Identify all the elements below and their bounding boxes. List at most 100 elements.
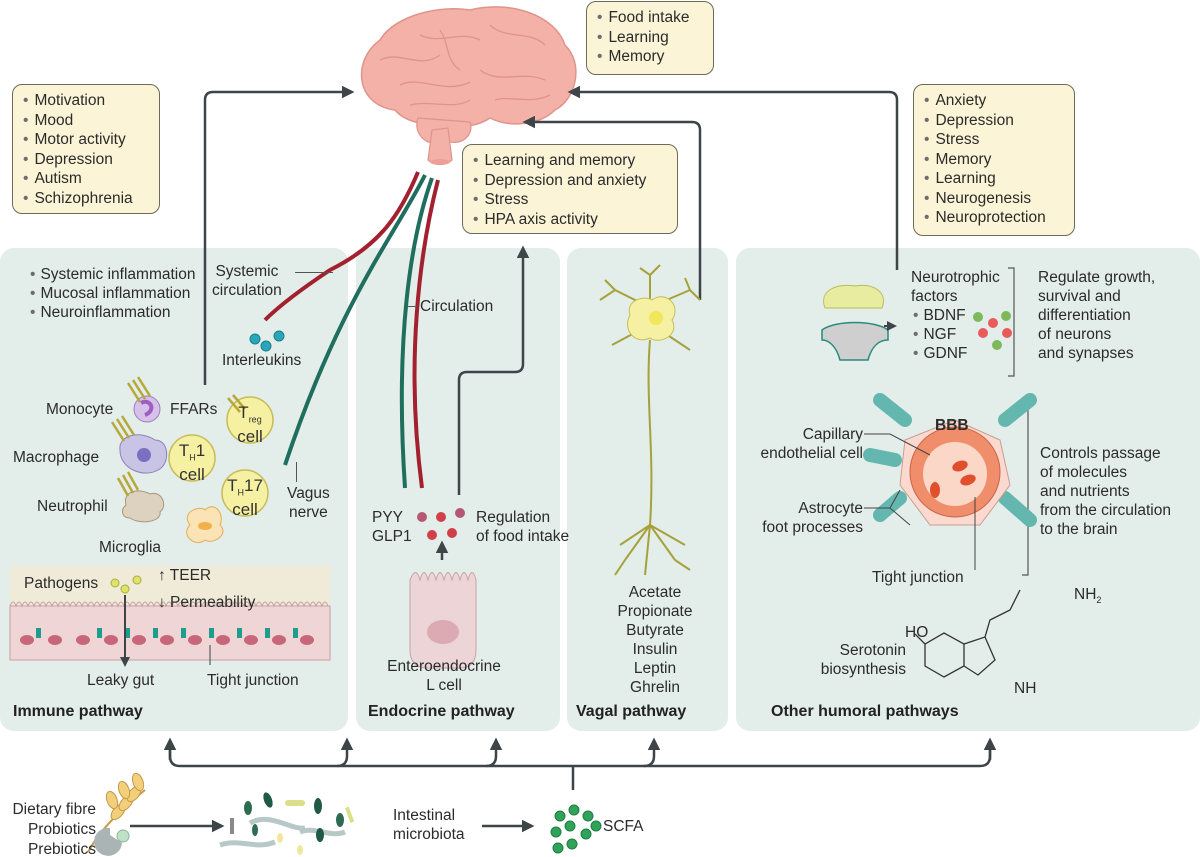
pathogens-label: Pathogens: [24, 575, 99, 592]
astrocyte-label: Astrocyte foot processes: [762, 500, 863, 536]
brain-outcomes-box: Food intake Learning Memory: [586, 1, 714, 75]
synapse-icon: [821, 284, 897, 361]
outcome-item: Neuroprotection: [924, 208, 1064, 228]
vagal-molecules-list: Acetate Propionate Butyrate Insulin Lept…: [590, 583, 720, 697]
bbb-label: BBB: [935, 417, 969, 434]
molecule-item: Propionate: [617, 603, 693, 620]
neurotrophic-factors-list: BDNF NGF GDNF: [913, 306, 967, 363]
circulation-label: Circulation: [420, 298, 494, 315]
humoral-pathway-title: Other humoral pathways: [771, 703, 959, 720]
molecule-item: Leptin: [633, 660, 677, 677]
serotonin-label: Serotonin biosynthesis: [820, 642, 906, 678]
vagal-to-brain-arrow: [522, 115, 702, 300]
outcome-item: Learning: [597, 28, 703, 48]
outcome-item: Depression: [924, 111, 1064, 131]
molecule-item: Butyrate: [626, 622, 684, 639]
hormones-label: PYY GLP1: [372, 509, 412, 545]
outcome-item: Autism: [23, 169, 149, 189]
immune-pathway-title: Immune pathway: [13, 703, 143, 720]
regulation-label: Regulation of food intake: [476, 509, 570, 545]
prebiotic-icon: [94, 827, 130, 856]
monocyte-label: Monocyte: [46, 401, 114, 418]
factor-item: NGF: [913, 325, 967, 344]
outcome-item: Memory: [597, 47, 703, 67]
outcome-item: Mood: [23, 111, 149, 131]
outcome-item: Anxiety: [924, 91, 1064, 111]
tight-junction-label: Tight junction: [207, 672, 299, 689]
vagus-nerve-line: [283, 174, 427, 466]
microbiota-label: Intestinal microbiota: [393, 807, 465, 843]
bottom-bus: [168, 745, 992, 768]
neuron-icon: [599, 264, 701, 576]
effect-item: Mucosal inflammation: [30, 284, 200, 303]
vagus-nerve-label: Vagus nerve: [287, 485, 330, 521]
microglia-label: Microglia: [99, 539, 162, 556]
outcome-item: Stress: [473, 190, 667, 210]
scfa-dots: [550, 804, 602, 854]
humoral-outcomes-box: Anxiety Depression Stress Memory Learnin…: [913, 84, 1075, 236]
teer-label: ↑ TEER: [158, 567, 212, 584]
interleukin-dots: [249, 330, 285, 352]
microglia-cell: [186, 506, 224, 543]
vagal-pathway-title: Vagal pathway: [576, 703, 687, 720]
systemic-circulation-line: [263, 171, 420, 322]
outcome-item: Memory: [924, 150, 1064, 170]
factor-item: BDNF: [913, 306, 967, 325]
bbb-bracket: [1022, 409, 1029, 576]
systemic-circulation-label: Systemic circulation: [212, 263, 282, 299]
outcome-item: Food intake: [597, 8, 703, 28]
leaky-gut-label: Leaky gut: [87, 672, 155, 689]
bbb-icon: [863, 393, 1037, 527]
neurotrophic-bracket: [1008, 267, 1015, 377]
molecule-item: Acetate: [628, 584, 682, 601]
nh2-label: NH2: [1074, 586, 1102, 606]
hormone-dots: [417, 508, 465, 540]
capillary-label: Capillary endothelial cell: [760, 426, 863, 462]
immune-cells: [110, 376, 274, 543]
th1-cell: [168, 434, 216, 482]
dietary-inputs-label: Dietary fibre Probiotics Prebiotics: [12, 801, 96, 857]
permeability-label: ↓ Permeability: [158, 594, 256, 611]
neurotrophic-effect: Regulate growth, survival and differenti…: [1038, 269, 1156, 362]
outcome-item: Depression: [23, 150, 149, 170]
th17-cell: [221, 469, 269, 517]
immune-outcomes-box: Motivation Mood Motor activity Depressio…: [12, 84, 160, 214]
macrophage-label: Macrophage: [13, 449, 100, 466]
microbiota-icon: [219, 792, 355, 855]
endocrine-to-brain-arrow: [457, 245, 530, 495]
monocyte-cell: [133, 395, 161, 423]
ho-label: HO: [905, 624, 929, 641]
neurotrophic-title: Neurotrophic factors: [911, 269, 1000, 305]
factor-item: GDNF: [913, 344, 967, 363]
wheat-icon: [87, 772, 146, 853]
th1-label: TH1 cell: [178, 441, 206, 485]
vagus-nerve-line-2: [399, 177, 434, 489]
outcome-item: Learning: [924, 169, 1064, 189]
neutrophil-cell: [122, 490, 165, 523]
effect-item: Neuroinflammation: [30, 303, 200, 322]
outcome-item: HPA axis activity: [473, 210, 667, 230]
humoral-to-brain-arrow: [567, 85, 899, 270]
ffars-label: FFARs: [170, 401, 218, 418]
outcome-item: Schizophrenia: [23, 189, 149, 209]
interleukins-label: Interleukins: [222, 352, 302, 369]
nh-label: NH: [1014, 680, 1037, 697]
immune-to-brain-arrow: [203, 85, 355, 385]
endocrine-pathway-title: Endocrine pathway: [368, 703, 515, 720]
effect-item: Systemic inflammation: [30, 265, 200, 284]
circulation-line: [412, 179, 440, 489]
gut-epithelium: [9, 566, 331, 667]
outcome-item: Neurogenesis: [924, 189, 1064, 209]
brain-icon: [360, 6, 577, 166]
outcome-item: Stress: [924, 130, 1064, 150]
molecule-item: Insulin: [632, 641, 678, 658]
serotonin-structure: [914, 589, 1021, 678]
outcome-item: Depression and anxiety: [473, 171, 667, 191]
bbb-effect: Controls passage of molecules and nutrie…: [1040, 445, 1171, 538]
outcome-item: Learning and memory: [473, 151, 667, 171]
outcome-item: Motor activity: [23, 130, 149, 150]
l-cell-label: Enteroendocrine L cell: [387, 658, 501, 694]
bbb-tight-junction-label: Tight junction: [872, 569, 964, 586]
molecule-item: Ghrelin: [630, 679, 680, 696]
